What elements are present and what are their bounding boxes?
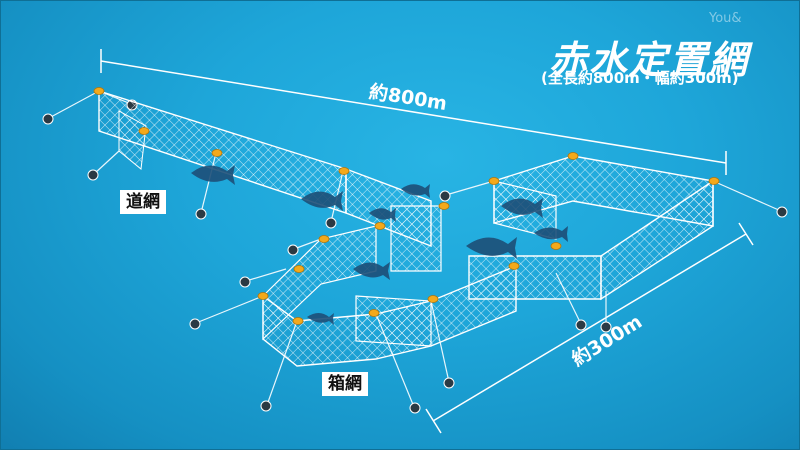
watermark: You& xyxy=(709,11,742,26)
diagram-title: 赤水定置網 xyxy=(549,37,750,82)
upper-box-net xyxy=(390,155,714,301)
box-net-label: 箱網 xyxy=(322,372,368,396)
fish-school xyxy=(191,165,568,325)
guide-net-label: 道網 xyxy=(120,190,166,214)
width-dimension-line xyxy=(425,222,754,434)
length-dimension-line xyxy=(100,49,727,175)
diagram-subtitle: (全長約800m・幅約300m) xyxy=(541,69,739,87)
floats xyxy=(93,87,720,325)
box-net xyxy=(262,225,517,367)
